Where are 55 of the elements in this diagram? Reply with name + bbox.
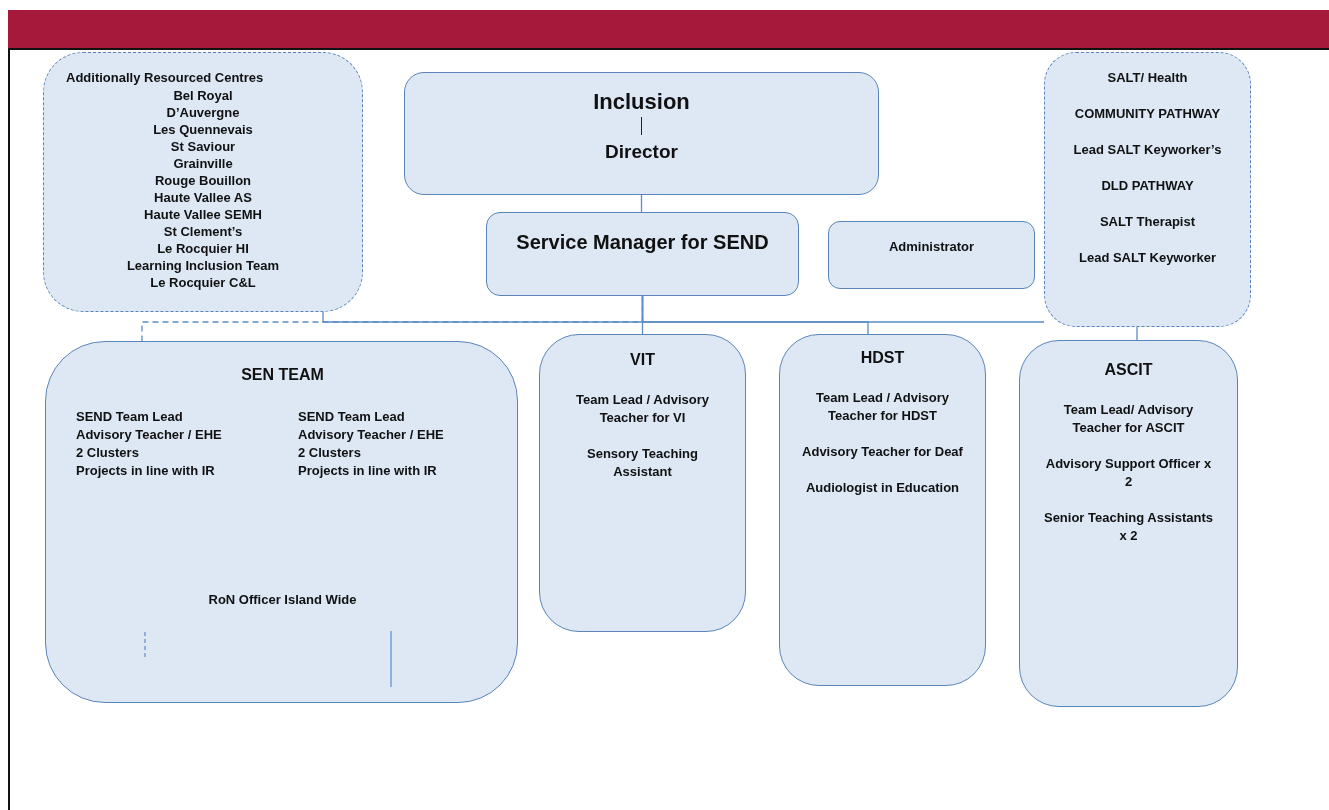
role-text: 2 Clusters xyxy=(298,444,361,462)
centre-name: Bel Royal xyxy=(172,87,234,104)
role-text: RoN Officer Island Wide xyxy=(207,591,358,609)
role-text: Advisory Support Officer x 2 xyxy=(1044,455,1213,491)
team-heading: ASCIT xyxy=(1104,361,1153,379)
role-text: Advisory Teacher / EHE xyxy=(76,426,222,444)
role-text: Sensory Teaching Assistant xyxy=(586,445,699,481)
role-text: DLD PATHWAY xyxy=(1100,177,1195,195)
org-box xyxy=(828,221,1035,289)
role-text: Audiologist in Education xyxy=(804,479,961,497)
role-text: Team Lead / Advisory Teacher for HDST xyxy=(815,389,950,425)
team-heading: HDST xyxy=(860,349,905,367)
role-text: SALT Therapist xyxy=(1098,213,1197,231)
centre-name: Learning Inclusion Team xyxy=(125,257,281,274)
role-text: Senior Teaching Assistants x 2 xyxy=(1043,509,1214,545)
org-box xyxy=(1019,340,1238,707)
role-text: Team Lead / Advisory Teacher for VI xyxy=(575,391,710,427)
role-text: Team Lead/ Advisory Teacher for ASCIT xyxy=(1062,401,1195,437)
centre-name: St Clement’s xyxy=(162,223,244,240)
centre-name: Le Rocquier C&L xyxy=(149,274,257,291)
centre-name: Le Rocquier HI xyxy=(156,240,250,257)
group-heading: Additionally Resourced Centres xyxy=(66,69,264,87)
role-text: SEND Team Lead xyxy=(298,408,405,426)
centre-name: Les Quennevais xyxy=(152,121,254,138)
role-title: Director xyxy=(605,141,678,163)
dashed-group-box xyxy=(1044,52,1251,327)
team-heading: SEN TEAM xyxy=(240,366,325,384)
role-text: SALT/ Health xyxy=(1106,69,1189,87)
org-box xyxy=(45,341,518,703)
role-text: Advisory Teacher / EHE xyxy=(298,426,444,444)
role-text: COMMUNITY PATHWAY xyxy=(1073,105,1222,123)
role-text: Advisory Teacher for Deaf xyxy=(801,443,964,461)
centre-name: D’Auvergne xyxy=(165,104,241,121)
connector-line xyxy=(1136,326,1138,341)
role-title: Administrator xyxy=(888,239,975,254)
role-text: Lead SALT Keyworker’s xyxy=(1072,141,1223,159)
centre-name: Haute Vallee AS xyxy=(153,189,253,206)
role-text: Projects in line with IR xyxy=(298,462,437,480)
centre-name: Haute Vallee SEMH xyxy=(143,206,263,223)
team-heading: VIT xyxy=(630,351,655,369)
org-box xyxy=(779,334,986,686)
role-text: Lead SALT Keyworker xyxy=(1078,249,1217,267)
role-text: SEND Team Lead xyxy=(76,408,183,426)
centre-name: Rouge Bouillon xyxy=(153,172,252,189)
role-text: 2 Clusters xyxy=(76,444,139,462)
org-box xyxy=(539,334,746,632)
org-box xyxy=(404,72,879,195)
group-heading: Inclusion xyxy=(593,89,690,115)
centre-name: Grainville xyxy=(172,155,234,172)
role-title: Service Manager for SEND xyxy=(516,231,769,254)
org-box xyxy=(486,212,799,296)
dashed-group-box xyxy=(43,52,363,312)
centre-name: St Saviour xyxy=(169,138,237,155)
connector-line xyxy=(641,295,1045,323)
role-text: Projects in line with IR xyxy=(76,462,215,480)
